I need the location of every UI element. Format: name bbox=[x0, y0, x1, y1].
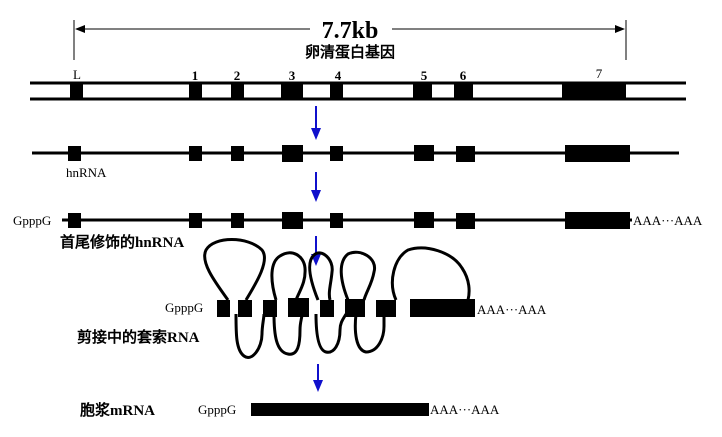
mrna-cap-label: GpppG bbox=[198, 402, 236, 417]
exon-label-1: 1 bbox=[192, 68, 199, 83]
exon-label-4: 4 bbox=[335, 68, 342, 83]
hnrna-strand: hnRNA bbox=[32, 145, 679, 180]
gene-exon-4 bbox=[330, 83, 343, 99]
capped-cap-label: GpppG bbox=[13, 213, 51, 228]
lariat-cap-label: GpppG bbox=[165, 300, 203, 315]
intron-loop-4 bbox=[339, 250, 377, 301]
lariat-exon-L bbox=[217, 300, 230, 317]
lariat-exon-3 bbox=[288, 298, 309, 317]
splicing-lariat: GpppG AAA···AAA 剪接中的套索RNA bbox=[77, 238, 547, 359]
exon-label-2: 2 bbox=[234, 68, 241, 83]
exon-label-5: 5 bbox=[421, 68, 428, 83]
hnrna-label: hnRNA bbox=[66, 165, 107, 180]
exon-label-7: 7 bbox=[596, 66, 603, 81]
capped-exon-7 bbox=[565, 212, 630, 229]
intron-loop-8 bbox=[314, 313, 348, 354]
hnrna-exon-5 bbox=[414, 145, 434, 161]
process-arrow-4 bbox=[313, 364, 323, 392]
splicing-label: 剪接中的套索RNA bbox=[77, 328, 200, 346]
lariat-exon-5 bbox=[345, 299, 365, 317]
intron-loop-5 bbox=[391, 246, 471, 301]
exon-label-6: 6 bbox=[460, 68, 467, 83]
capped-exon-L bbox=[68, 213, 81, 228]
cytoplasmic-label: 胞浆mRNA bbox=[79, 401, 155, 419]
gene-exon-5 bbox=[413, 83, 432, 99]
lariat-exon-1 bbox=[238, 300, 252, 317]
process-arrows bbox=[311, 106, 323, 392]
hnrna-exon-3 bbox=[282, 145, 303, 162]
lariat-tail-label: AAA···AAA bbox=[477, 302, 547, 317]
capped-exon-2 bbox=[231, 213, 244, 228]
hnrna-exon-7 bbox=[565, 145, 630, 162]
capped-exon-3 bbox=[282, 212, 303, 229]
capped-exon-6 bbox=[456, 213, 475, 229]
process-arrow-2 bbox=[311, 172, 321, 202]
size-label: 7.7kb bbox=[322, 18, 379, 44]
gene-exon-2 bbox=[231, 83, 244, 99]
gene-label: 卵清蛋白基因 bbox=[305, 43, 395, 61]
capped-tail-label: AAA···AAA bbox=[633, 213, 703, 228]
hnrna-exon-L bbox=[68, 146, 81, 161]
process-arrow-1 bbox=[311, 106, 321, 140]
intron-loop-7 bbox=[272, 313, 304, 356]
gene-exon-3 bbox=[281, 83, 303, 99]
mrna-tail-label: AAA···AAA bbox=[430, 402, 500, 417]
capped-exon-4 bbox=[330, 213, 343, 228]
gene-exon-L bbox=[70, 83, 83, 99]
gene-exon-1 bbox=[189, 83, 202, 99]
gene-exon-6 bbox=[454, 83, 473, 99]
capped-hnrna-strand: GpppG AAA···AAA 首尾修饰的hnRNA bbox=[13, 212, 703, 251]
lariat-exon-4 bbox=[320, 300, 334, 317]
intron-loop-2 bbox=[270, 251, 307, 301]
intron-loop-6 bbox=[234, 313, 266, 359]
lariat-exon-6 bbox=[376, 300, 396, 317]
hnrna-exon-6 bbox=[456, 146, 475, 162]
cytoplasmic-mrna: GpppG AAA···AAA 胞浆mRNA bbox=[79, 401, 500, 419]
lariat-loops bbox=[203, 238, 471, 359]
gene-dna: L 1 2 3 4 5 6 7 bbox=[30, 66, 686, 101]
hnrna-exon-1 bbox=[189, 146, 202, 161]
exon-label-L: L bbox=[73, 67, 81, 82]
lariat-exon-2 bbox=[263, 300, 277, 317]
hnrna-exon-4 bbox=[330, 146, 343, 161]
capped-exon-1 bbox=[189, 213, 202, 228]
hnrna-exon-2 bbox=[231, 146, 244, 161]
capped-hnrna-label: 首尾修饰的hnRNA bbox=[60, 233, 184, 251]
lariat-exon-7 bbox=[410, 299, 475, 317]
intron-loop-3 bbox=[308, 251, 334, 301]
exon-label-3: 3 bbox=[289, 68, 296, 83]
intron-loop-1 bbox=[203, 238, 266, 301]
intron-loop-9 bbox=[353, 313, 386, 354]
process-arrow-3 bbox=[311, 236, 321, 266]
capped-exon-5 bbox=[414, 212, 434, 228]
gene-exon-7 bbox=[562, 83, 626, 99]
size-dimension: 7.7kb 卵清蛋白基因 bbox=[73, 18, 627, 61]
mrna-bar bbox=[251, 403, 429, 416]
